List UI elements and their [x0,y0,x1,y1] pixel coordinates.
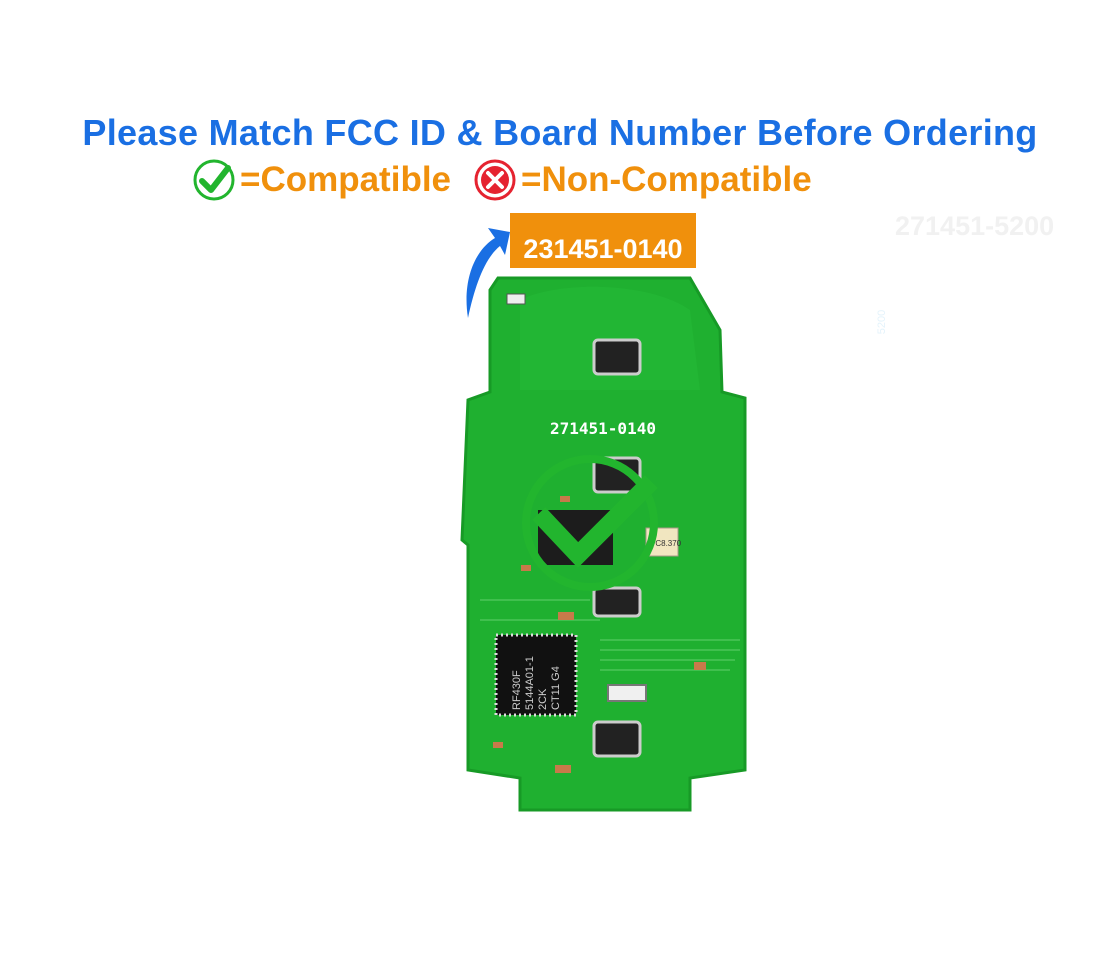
faded-board-label: 271451-5200 [895,211,1055,241]
check-circle-icon [522,455,658,591]
compatible-label: =Compatible [240,160,452,199]
button [592,338,642,758]
heading: Please Match FCC ID & Board Number Befor… [82,112,1038,153]
chip-markings: RF430F 5144A01-1 2CK CT11 G4 [511,656,562,710]
arrow-icon [466,228,510,318]
board-silkscreen: 271451-0140 [550,419,656,438]
compatibility-legend: =Compatible =Non-Compatible [192,158,812,202]
svg-text:2CK: 2CK [537,688,549,710]
board-number-label: 231451-0140 [510,213,696,268]
noncompatible-label: =Non-Compatible [521,160,812,199]
svg-text:5144A01-1: 5144A01-1 [524,656,536,710]
crystal-text: YC8.370 [650,539,682,548]
x-circle-icon [474,159,516,201]
svg-text:CT11 G4: CT11 G4 [550,666,562,710]
svg-text:RF430F: RF430F [511,670,523,710]
check-circle-icon [193,159,235,201]
